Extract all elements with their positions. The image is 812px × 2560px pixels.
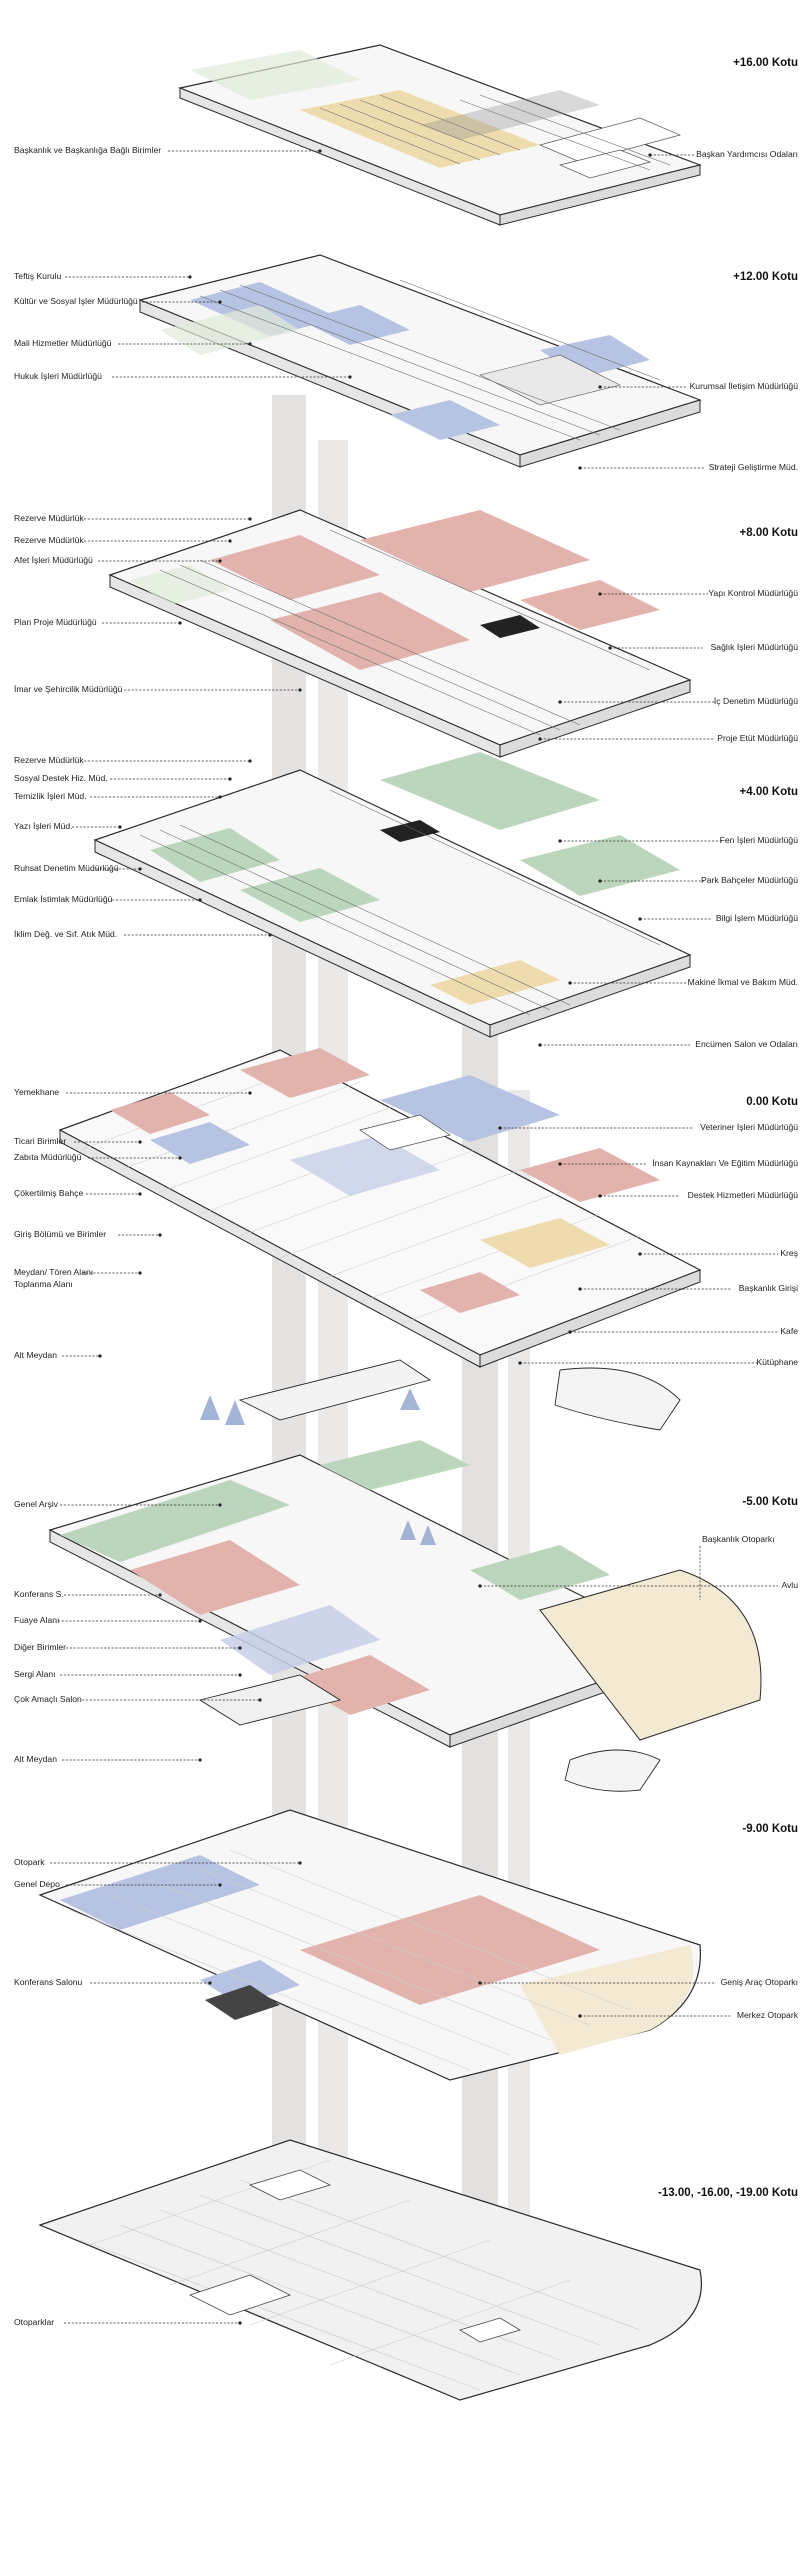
label-8-right-1: Sağlık İşleri Müdürlüğü [711, 642, 799, 652]
label-0-left-2: Zabıta Müdürlüğü [14, 1152, 82, 1162]
label-0-right-0: Veteriner İşleri Müdürlüğü [700, 1122, 798, 1132]
label-8-left-4: İmar ve Şehircilik Müdürlüğü [14, 684, 123, 694]
label-8-left-3: Plan Proje Müdürlüğü [14, 617, 97, 627]
label-12-left-2: Mali Hizmetler Müdürlüğü [14, 338, 112, 348]
label-8-left-2: Afet İşleri Müdürlüğü [14, 555, 93, 565]
label-4-left-3: Yazı İşleri Müd. [14, 821, 73, 831]
level-label-m13: -13.00, -16.00, -19.00 Kotu [658, 2187, 798, 2199]
label-m5-left-3: Diğer Birimler [14, 1642, 66, 1652]
label-12-right-1: Strateji Geliştirme Müd. [709, 462, 798, 472]
level-label-16: +16.00 Kotu [733, 57, 798, 69]
label-0-left-3: Çökertilmiş Bahçe [14, 1188, 83, 1198]
label-12-left-3: Hukuk İşleri Müdürlüğü [14, 371, 102, 381]
label-0-right-4: Başkanlık Girişi [739, 1283, 798, 1293]
label-0-right-3: Kreş [780, 1248, 798, 1258]
level-label-12: +12.00 Kotu [733, 271, 798, 283]
label-4-left-4: Ruhsat Denetim Müdürlüğü [14, 863, 119, 873]
label-4-right-2: Bilgi İşlem Müdürlüğü [716, 913, 798, 923]
label-m5-left-4: Sergi Alanı [14, 1669, 56, 1679]
label-m5-left-5: Çok Amaçlı Salon [14, 1694, 82, 1704]
label-0-left-6: Toplanma Alanı [14, 1279, 73, 1289]
label-m13-left-0: Otoparklar [14, 2317, 54, 2327]
floor-plate-m5 [48, 1440, 762, 1792]
floor-plate-12 [138, 254, 702, 468]
label-4-left-6: İklim Değ. ve Sıf. Atık Müd. [14, 929, 117, 939]
label-4-left-5: Emlak İstimlak Müdürlüğü [14, 894, 113, 904]
label-8-right-3: Proje Etüt Müdürlüğü [717, 733, 798, 743]
floor-plate-16 [177, 44, 703, 226]
level-label-8: +8.00 Kotu [740, 527, 798, 539]
label-m5-left-0: Genel Arşiv [14, 1499, 59, 1509]
floor-plate-0 [58, 1048, 702, 1431]
label-m5-left-6: Alt Meydan [14, 1754, 57, 1764]
label-m9-left-1: Genel Depo [14, 1879, 60, 1889]
label-4-left-2: Temizlik İşleri Müd. [14, 791, 87, 801]
label-0-right-5: Kafe [780, 1326, 798, 1336]
label-16-right-0: Başkan Yardımcısı Odaları [696, 149, 798, 159]
floor-plate-m9 [38, 1809, 702, 2081]
label-4-left-0: Rezerve Müdürlük [14, 755, 84, 765]
floor-plate-4 [93, 752, 692, 1038]
label-4-right-1: Park Bahçeler Müdürlüğü [701, 875, 798, 885]
label-8-left-1: Rezerve Müdürlük [14, 535, 84, 545]
label-m5-right-1: Avlu [781, 1580, 798, 1590]
label-0-left-4: Giriş Bölümü ve Birimler [14, 1229, 106, 1239]
label-8-right-0: Yapı Kontrol Müdürlüğü [708, 588, 798, 598]
label-0-right-1: İnsan Kaynakları Ve Eğitim Müdürlüğü [652, 1158, 798, 1168]
level-label-0: 0.00 Kotu [746, 1096, 798, 1108]
label-m9-right-0: Geniş Araç Otoparkı [721, 1977, 798, 1987]
label-4-left-1: Sosyal Destek Hiz. Müd. [14, 773, 108, 783]
label-0-right-2: Destek Hizmetleri Müdürlüğü [688, 1190, 799, 1200]
label-0-right-6: Kütüphane [756, 1357, 798, 1367]
label-m5-left-2: Fuaye Alanı [14, 1615, 59, 1625]
level-label-4: +4.00 Kotu [740, 786, 798, 798]
label-m9-left-0: Otopark [14, 1857, 45, 1867]
label-12-left-1: Kültür ve Sosyal İşler Müdürlüğü [14, 296, 138, 306]
label-m5-right-0: Başkanlık Otoparkı [702, 1534, 775, 1544]
label-4-right-3: Makine İkmal ve Bakım Müd. [688, 977, 798, 987]
level-label-m5: -5.00 Kotu [742, 1496, 798, 1508]
label-16-left-0: Başkanlık ve Başkanlığa Bağlı Birimler [14, 145, 161, 155]
level-label-m9: -9.00 Kotu [742, 1823, 798, 1835]
label-8-right-2: İç Denetim Müdürlüğü [714, 696, 798, 706]
label-0-left-1: Ticari Birimler [14, 1136, 66, 1146]
label-12-left-0: Teftiş Kurulu [14, 271, 62, 281]
label-4-right-0: Fen İşleri Müdürlüğü [720, 835, 799, 845]
annotation-labels: +16.00 Kotu Başkanlık ve Başkanlığa Bağl… [14, 57, 799, 2327]
label-m5-left-1: Konferans S. [14, 1589, 64, 1599]
label-m9-left-2: Konferans Salonu [14, 1977, 83, 1987]
label-8-left-0: Rezerve Müdürlük [14, 513, 84, 523]
label-m9-right-1: Merkez Otopark [737, 2010, 799, 2020]
label-12-right-0: Kurumsal İletişim Müdürlüğü [690, 381, 799, 391]
label-0-left-0: Yemekhane [14, 1087, 59, 1097]
label-4-right-4: Encümen Salon ve Odaları [695, 1039, 798, 1049]
floor-plate-m13 [38, 2139, 702, 2401]
label-0-left-5: Meydan/ Tören Alanı [14, 1267, 93, 1277]
floor-plate-8 [108, 509, 692, 758]
label-0-left-7: Alt Meydan [14, 1350, 57, 1360]
